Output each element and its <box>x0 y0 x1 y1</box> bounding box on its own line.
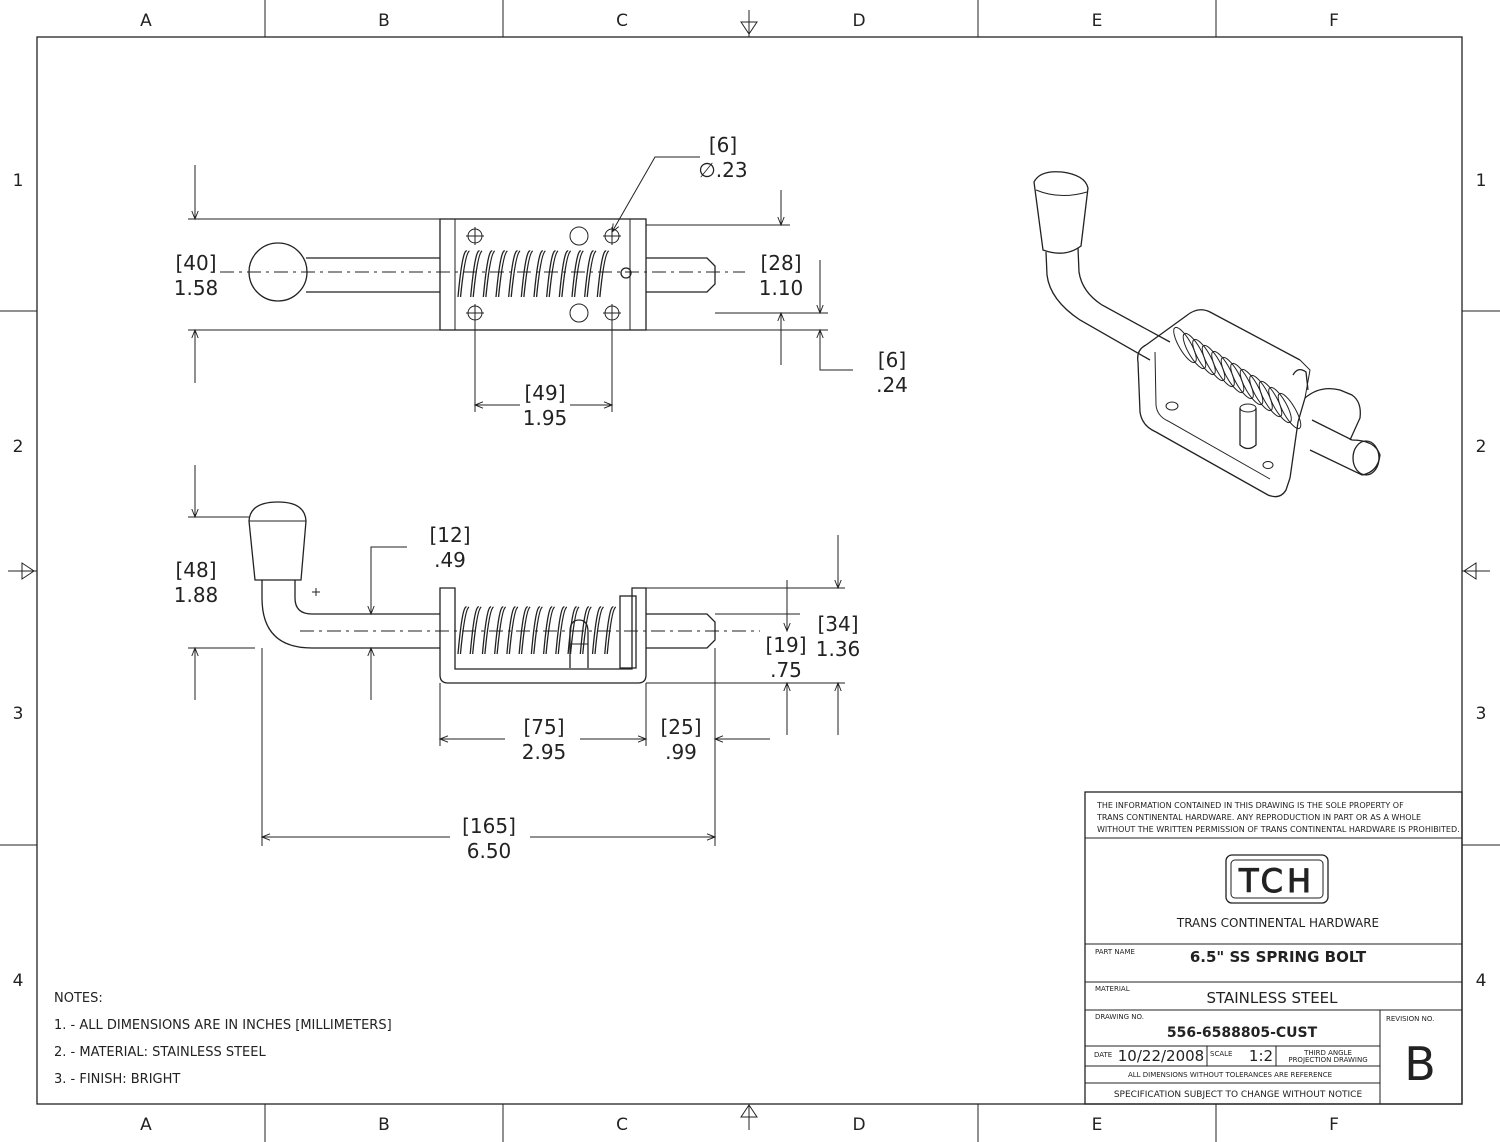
side-view-spring <box>457 606 617 655</box>
dim-rod-dia-in: .49 <box>434 548 466 572</box>
drawing-no-label: DRAWING NO. <box>1095 1013 1144 1021</box>
tolerance-note: ALL DIMENSIONS WITHOUT TOLERANCES ARE RE… <box>1128 1071 1332 1079</box>
dim-body-len-mm: [75] <box>523 715 564 739</box>
dim-handle-height-mm: [48] <box>175 558 216 582</box>
isometric-view <box>1033 171 1381 498</box>
notes-block: NOTES: 1. - ALL DIMENSIONS ARE IN INCHES… <box>54 991 392 1087</box>
proprietary-line-3: WITHOUT THE WRITTEN PERMISSION OF TRANS … <box>1097 825 1460 834</box>
dim-top-height-mm: [40] <box>175 251 216 275</box>
dim-hole-mm: [6] <box>709 133 737 157</box>
zone-col-f-bottom: F <box>1329 1115 1339 1135</box>
scale-value: 1:2 <box>1249 1047 1273 1065</box>
proprietary-line-1: THE INFORMATION CONTAINED IN THIS DRAWIN… <box>1096 801 1404 810</box>
material-label: MATERIAL <box>1095 985 1130 993</box>
date-label: DATE <box>1094 1051 1112 1059</box>
dim-handle-height-in: 1.88 <box>174 583 219 607</box>
drawing-no: 556-6588805-CUST <box>1167 1025 1318 1041</box>
zone-col-c-top: C <box>616 11 628 31</box>
dim-rod-offset-in: .75 <box>770 658 802 682</box>
date-value: 10/22/2008 <box>1118 1047 1204 1065</box>
zone-col-a-bottom: A <box>140 1115 152 1135</box>
zone-col-e-bottom: E <box>1092 1115 1103 1135</box>
note-1: 1. - ALL DIMENSIONS ARE IN INCHES [MILLI… <box>54 1018 392 1033</box>
zone-row-3-left: 3 <box>13 704 24 724</box>
zone-col-d-bottom: D <box>852 1115 865 1135</box>
side-view-dimensions: [48] 1.88 [12] .49 [34] 1.36 [19] .75 [7… <box>174 523 861 863</box>
dim-slot-in: .24 <box>876 373 908 397</box>
dim-bracket-height-mm: [34] <box>817 612 858 636</box>
dim-bracket-height-in: 1.36 <box>816 637 861 661</box>
top-view <box>188 156 853 412</box>
top-view-housing <box>439 218 647 331</box>
side-view <box>188 465 845 846</box>
logo-text: TCH <box>1238 862 1315 900</box>
zone-col-d-top: D <box>852 11 865 31</box>
part-name-label: PART NAME <box>1095 948 1135 956</box>
zone-col-c-bottom: C <box>616 1115 628 1135</box>
dim-total-len-mm: [165] <box>462 814 516 838</box>
dim-tip-len-in: .99 <box>665 740 697 764</box>
zone-row-1-right: 1 <box>1476 171 1487 191</box>
projection-line-2: PROJECTION DRAWING <box>1288 1056 1367 1064</box>
zone-column-labels: A B C D E F A B C D E F <box>140 11 1339 1135</box>
title-block: THE INFORMATION CONTAINED IN THIS DRAWIN… <box>1084 791 1463 1105</box>
side-view-knob <box>248 501 307 581</box>
revision-value: B <box>1404 1037 1436 1091</box>
scale-label: SCALE <box>1210 1050 1232 1058</box>
company-name: TRANS CONTINENTAL HARDWARE <box>1176 916 1379 930</box>
dim-tip-len-mm: [25] <box>660 715 701 739</box>
zone-row-4-right: 4 <box>1476 971 1487 991</box>
zone-row-4-left: 4 <box>13 971 24 991</box>
top-view-spring <box>457 250 610 298</box>
dim-rod-offset-mm: [19] <box>765 633 806 657</box>
note-3: 3. - FINISH: BRIGHT <box>54 1072 180 1087</box>
part-name: 6.5" SS SPRING BOLT <box>1190 948 1367 966</box>
zone-row-labels: 1 2 3 4 1 2 3 4 <box>13 171 1487 991</box>
zone-col-b-top: B <box>378 11 390 31</box>
zone-row-2-left: 2 <box>13 437 24 457</box>
zone-col-a-top: A <box>140 11 152 31</box>
dim-top-pin-in: 1.10 <box>759 276 804 300</box>
dim-hole-spacing-in: 1.95 <box>523 406 568 430</box>
notes-heading: NOTES: <box>54 991 103 1006</box>
dim-top-height-in: 1.58 <box>174 276 219 300</box>
zone-col-f-top: F <box>1329 11 1339 31</box>
dim-top-pin-mm: [28] <box>760 251 801 275</box>
spring-coil <box>1277 392 1302 430</box>
zone-row-3-right: 3 <box>1476 704 1487 724</box>
dim-rod-dia-mm: [12] <box>429 523 470 547</box>
dim-slot-mm: [6] <box>878 348 906 372</box>
side-view-bracket <box>439 587 647 684</box>
note-2: 2. - MATERIAL: STAINLESS STEEL <box>54 1045 266 1060</box>
projection-line-1: THIRD ANGLE <box>1303 1049 1352 1057</box>
company-logo: TCH <box>1225 854 1329 904</box>
top-view-dimensions: [40] 1.58 [6] ∅.23 [28] 1.10 [6] .24 [49… <box>174 133 908 430</box>
zone-col-b-bottom: B <box>378 1115 390 1135</box>
dim-hole-in: ∅.23 <box>698 158 747 182</box>
zone-row-1-left: 1 <box>13 171 24 191</box>
proprietary-line-2: TRANS CONTINENTAL HARDWARE. ANY REPRODUC… <box>1096 813 1421 822</box>
material-value: STAINLESS STEEL <box>1206 989 1338 1007</box>
revision-label: REVISION NO. <box>1386 1015 1434 1023</box>
dim-body-len-in: 2.95 <box>522 740 567 764</box>
zone-col-e-top: E <box>1092 11 1103 31</box>
dim-total-len-in: 6.50 <box>467 839 512 863</box>
isometric-spring <box>1173 326 1302 430</box>
spec-note: SPECIFICATION SUBJECT TO CHANGE WITHOUT … <box>1114 1090 1363 1100</box>
dim-hole-spacing-mm: [49] <box>524 381 565 405</box>
zone-row-2-right: 2 <box>1476 437 1487 457</box>
